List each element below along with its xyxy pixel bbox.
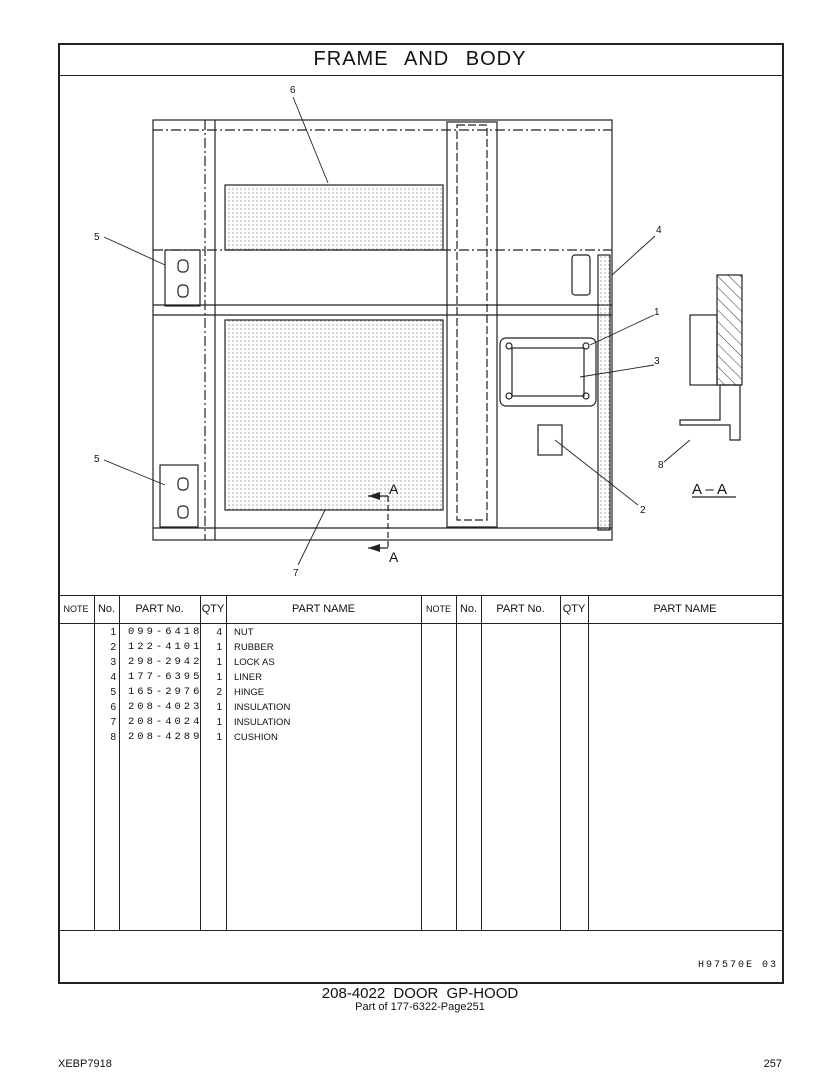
callout-2: 2 [640, 505, 646, 516]
part-number: 177-6395 [128, 671, 203, 683]
part-item-no: 3 [110, 657, 116, 668]
part-number: 122-4101 [128, 641, 203, 653]
page-number: 257 [763, 1058, 782, 1070]
callout-1: 1 [654, 307, 660, 318]
part-number: 099-6418 [128, 626, 203, 638]
part-name: INSULATION [234, 702, 291, 713]
callout-8: 8 [658, 460, 664, 471]
callout-7: 7 [293, 568, 299, 579]
exploded-view-drawing: 6 5 5 4 1 3 2 7 8 A A A – A [94, 85, 743, 579]
part-name: RUBBER [234, 642, 274, 653]
part-of-reference: Part of 177-6322-Page251 [355, 1001, 485, 1013]
header-note-2: NOTE [425, 604, 451, 614]
insulation-upper [224, 184, 444, 251]
part-item-no: 7 [110, 717, 116, 728]
document-id: XEBP7918 [58, 1058, 112, 1070]
part-name: LINER [234, 672, 262, 683]
header-part-name-2: PART NAME [653, 603, 717, 615]
part-name: LOCK AS [234, 657, 275, 668]
part-number: 298-2942 [128, 656, 203, 668]
part-qty: 1 [216, 642, 222, 653]
table-header-line [58, 623, 782, 624]
part-item-no: 8 [110, 732, 116, 743]
illustration-reference: H97570E 03 [697, 960, 778, 971]
callout-4: 4 [656, 225, 662, 236]
header-note: NOTE [63, 604, 89, 614]
part-item-no: 4 [110, 672, 116, 683]
part-item-no: 2 [110, 642, 116, 653]
section-mark-a-bottom: A [389, 549, 399, 565]
header-part-no-2: PART No. [496, 603, 545, 615]
header-part-no: PART No. [135, 603, 184, 615]
liner-strip [597, 254, 611, 531]
part-qty: 1 [216, 732, 222, 743]
part-qty: 2 [216, 687, 222, 698]
callout-5-upper: 5 [94, 232, 100, 243]
part-number: 208-4024 [128, 716, 203, 728]
center-rib [446, 121, 498, 528]
callout-6: 6 [290, 85, 296, 96]
part-qty: 1 [216, 717, 222, 728]
group-title: 208-4022 DOOR GP-HOOD [321, 985, 519, 1002]
part-name: NUT [234, 627, 254, 638]
door-outline [152, 119, 613, 541]
part-name: HINGE [234, 687, 265, 698]
header-no: No. [97, 603, 116, 615]
rubber [537, 424, 563, 456]
part-number: 208-4289 [128, 731, 203, 743]
part-number: 165-2976 [128, 686, 203, 698]
header-qty: QTY [201, 603, 225, 615]
part-name: INSULATION [234, 717, 291, 728]
part-qty: 4 [216, 627, 222, 638]
part-item-no: 6 [110, 702, 116, 713]
part-qty: 1 [216, 672, 222, 683]
table-bottom-line [58, 930, 782, 931]
lock [499, 337, 597, 407]
callout-3: 3 [654, 356, 660, 367]
header-part-name: PART NAME [292, 603, 355, 615]
section-label: A – A [692, 481, 727, 498]
part-number: 208-4023 [128, 701, 203, 713]
part-item-no: 1 [110, 627, 116, 638]
section-mark-a-top: A [389, 481, 399, 497]
header-qty-2: QTY [562, 603, 586, 615]
table-top-line [58, 595, 782, 596]
part-qty: 1 [216, 657, 222, 668]
part-item-no: 5 [110, 687, 116, 698]
insulation-lower [224, 319, 444, 511]
part-name: CUSHION [234, 732, 278, 743]
part-qty: 1 [216, 702, 222, 713]
page-frame [58, 43, 784, 984]
page-title: FRAME AND BODY [58, 43, 782, 76]
callout-5-lower: 5 [94, 454, 100, 465]
header-no-2: No. [459, 603, 478, 615]
